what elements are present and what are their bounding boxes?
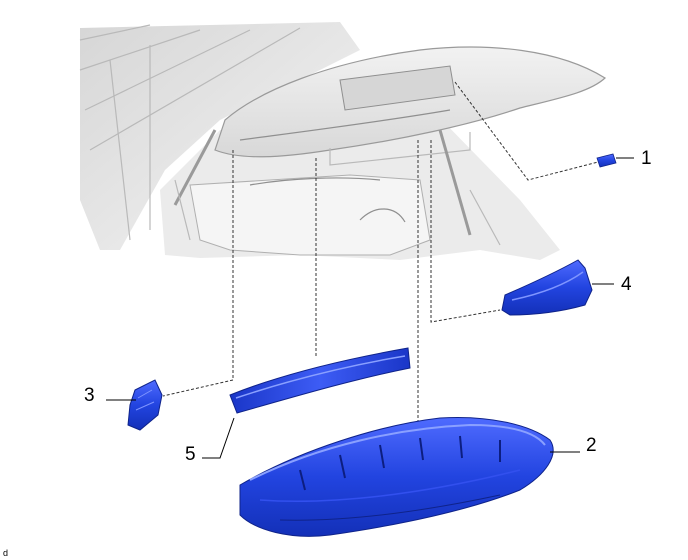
callout-1: 1 [641, 148, 652, 169]
callout-5: 5 [185, 444, 196, 465]
part-3-side-bracket [127, 379, 163, 431]
callout-labels: 1 2 3 4 5 d [3, 148, 652, 558]
part-1-clip [596, 153, 617, 168]
corner-mark: d [3, 548, 8, 558]
part-4-corner-trim [501, 259, 593, 316]
part-5-upper-trim [229, 347, 411, 414]
liftgate [214, 46, 606, 158]
callout-3: 3 [84, 385, 95, 406]
callout-2: 2 [586, 435, 597, 456]
callout-4: 4 [621, 274, 632, 295]
leader-lines [162, 81, 599, 425]
vehicle-rear-view [79, 22, 606, 260]
part-2-lower-trim-panel [239, 416, 554, 537]
